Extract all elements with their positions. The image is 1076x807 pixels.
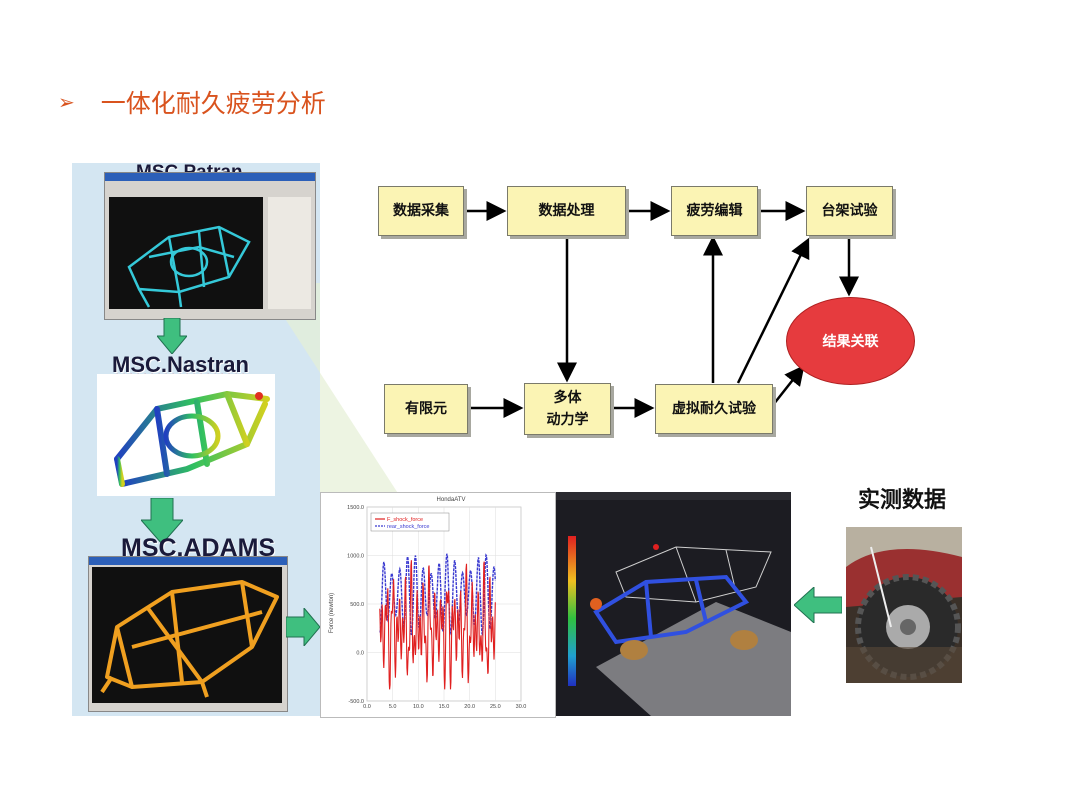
node-virtual-durability: 虚拟耐久试验	[655, 384, 773, 434]
adams-viewport	[92, 567, 282, 703]
chart-xtick-label: 20.0	[464, 704, 475, 710]
patran-window	[104, 172, 316, 320]
node-data-collection: 数据采集	[378, 186, 464, 236]
series-line-rear-shock	[379, 553, 496, 637]
node-fatigue-editing: 疲劳编辑	[671, 186, 758, 236]
left-arrow-icon	[794, 587, 842, 623]
chart-ylabel: Force (newton)	[329, 593, 335, 633]
node-bench-test: 台架试验	[806, 186, 893, 236]
chart-title: HondaATV	[437, 497, 466, 503]
force-chart-panel: HondaATV Force (newton) 1500.0 1000.0 500.…	[320, 492, 556, 718]
chart-ytick-label: -500.0	[348, 699, 364, 705]
chart-xtick-label: 25.0	[490, 704, 501, 710]
legend-f-shock: F_shock_force	[387, 517, 423, 523]
node-result-correlation: 结果关联	[786, 297, 915, 385]
color-scale-bar	[568, 536, 576, 686]
patran-side-form	[268, 197, 311, 309]
measured-data-label: 实测数据	[858, 487, 947, 513]
node-multibody-line2: 动力学	[546, 412, 589, 428]
chart-ytick-label: 1500.0	[347, 505, 364, 511]
chart-ytick-label: 1000.0	[347, 554, 364, 560]
patran-frame-model	[127, 225, 251, 308]
down-arrow-icon-2	[141, 498, 183, 544]
durability-3d-model	[556, 492, 791, 716]
node-multibody: 多体 动力学	[524, 383, 611, 435]
right-arrow-icon-1	[286, 608, 320, 646]
arrow-virtual-to-result	[772, 365, 805, 406]
chart-ytick-label: 0.0	[356, 651, 364, 657]
durability-3d-panel	[556, 492, 791, 716]
patran-viewport	[109, 197, 263, 309]
atv-wheel-image	[846, 527, 962, 683]
chart-ytick-label: 500.0	[350, 602, 364, 608]
slide-title-text: 一体化耐久疲劳分析	[100, 89, 326, 118]
chart-xtick-label: 15.0	[439, 704, 450, 710]
node-data-processing: 数据处理	[507, 186, 626, 236]
bullet-arrow-icon: ➢	[58, 90, 75, 114]
node-fea: 有限元	[384, 384, 468, 434]
chart-xtick-label: 30.0	[516, 704, 527, 710]
nastran-label: MSC.Nastran	[112, 352, 249, 377]
down-arrow-icon-1	[157, 318, 187, 354]
arrow-virtual-to-bench	[736, 237, 810, 384]
slide-title: ➢ 一体化耐久疲劳分析	[58, 84, 326, 120]
chart-xtick-label: 10.0	[413, 704, 424, 710]
legend-rear-shock: rear_shock_force	[387, 524, 430, 530]
chart-legend: F_shock_force rear_shock_force	[370, 512, 450, 532]
node-multibody-line1: 多体	[553, 390, 582, 406]
adams-frame-model	[100, 580, 279, 698]
atv-wheel-photo	[846, 527, 962, 683]
adams-window	[88, 556, 288, 712]
series-line-f-shock	[379, 560, 496, 690]
nastran-image	[97, 374, 275, 496]
chart-xtick-label: 0.0	[363, 704, 371, 710]
chart-xtick-label: 5.0	[389, 704, 397, 710]
nastran-stress-model	[114, 390, 270, 487]
force-line-chart: HondaATV Force (newton) 1500.0 1000.0 500.…	[329, 497, 527, 710]
